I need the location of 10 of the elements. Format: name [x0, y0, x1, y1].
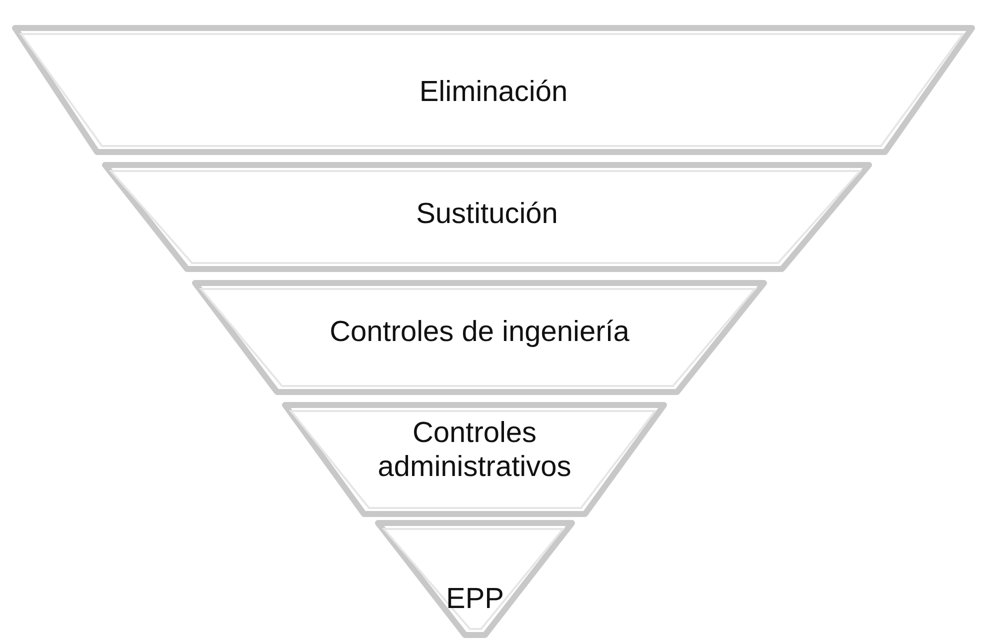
pyramid-tier	[102, 162, 872, 272]
pyramid-tier	[282, 402, 667, 517]
tier-label: EPP	[446, 582, 504, 616]
tier-label: Eliminación	[419, 75, 568, 109]
tier-label: Controles de ingeniería	[330, 315, 630, 349]
pyramid-tier	[192, 280, 767, 395]
tier-label: Controles administrativos	[376, 416, 572, 484]
tier-label: Sustitución	[416, 197, 558, 231]
pyramid-tier	[375, 520, 575, 638]
pyramid-tier	[12, 25, 975, 155]
